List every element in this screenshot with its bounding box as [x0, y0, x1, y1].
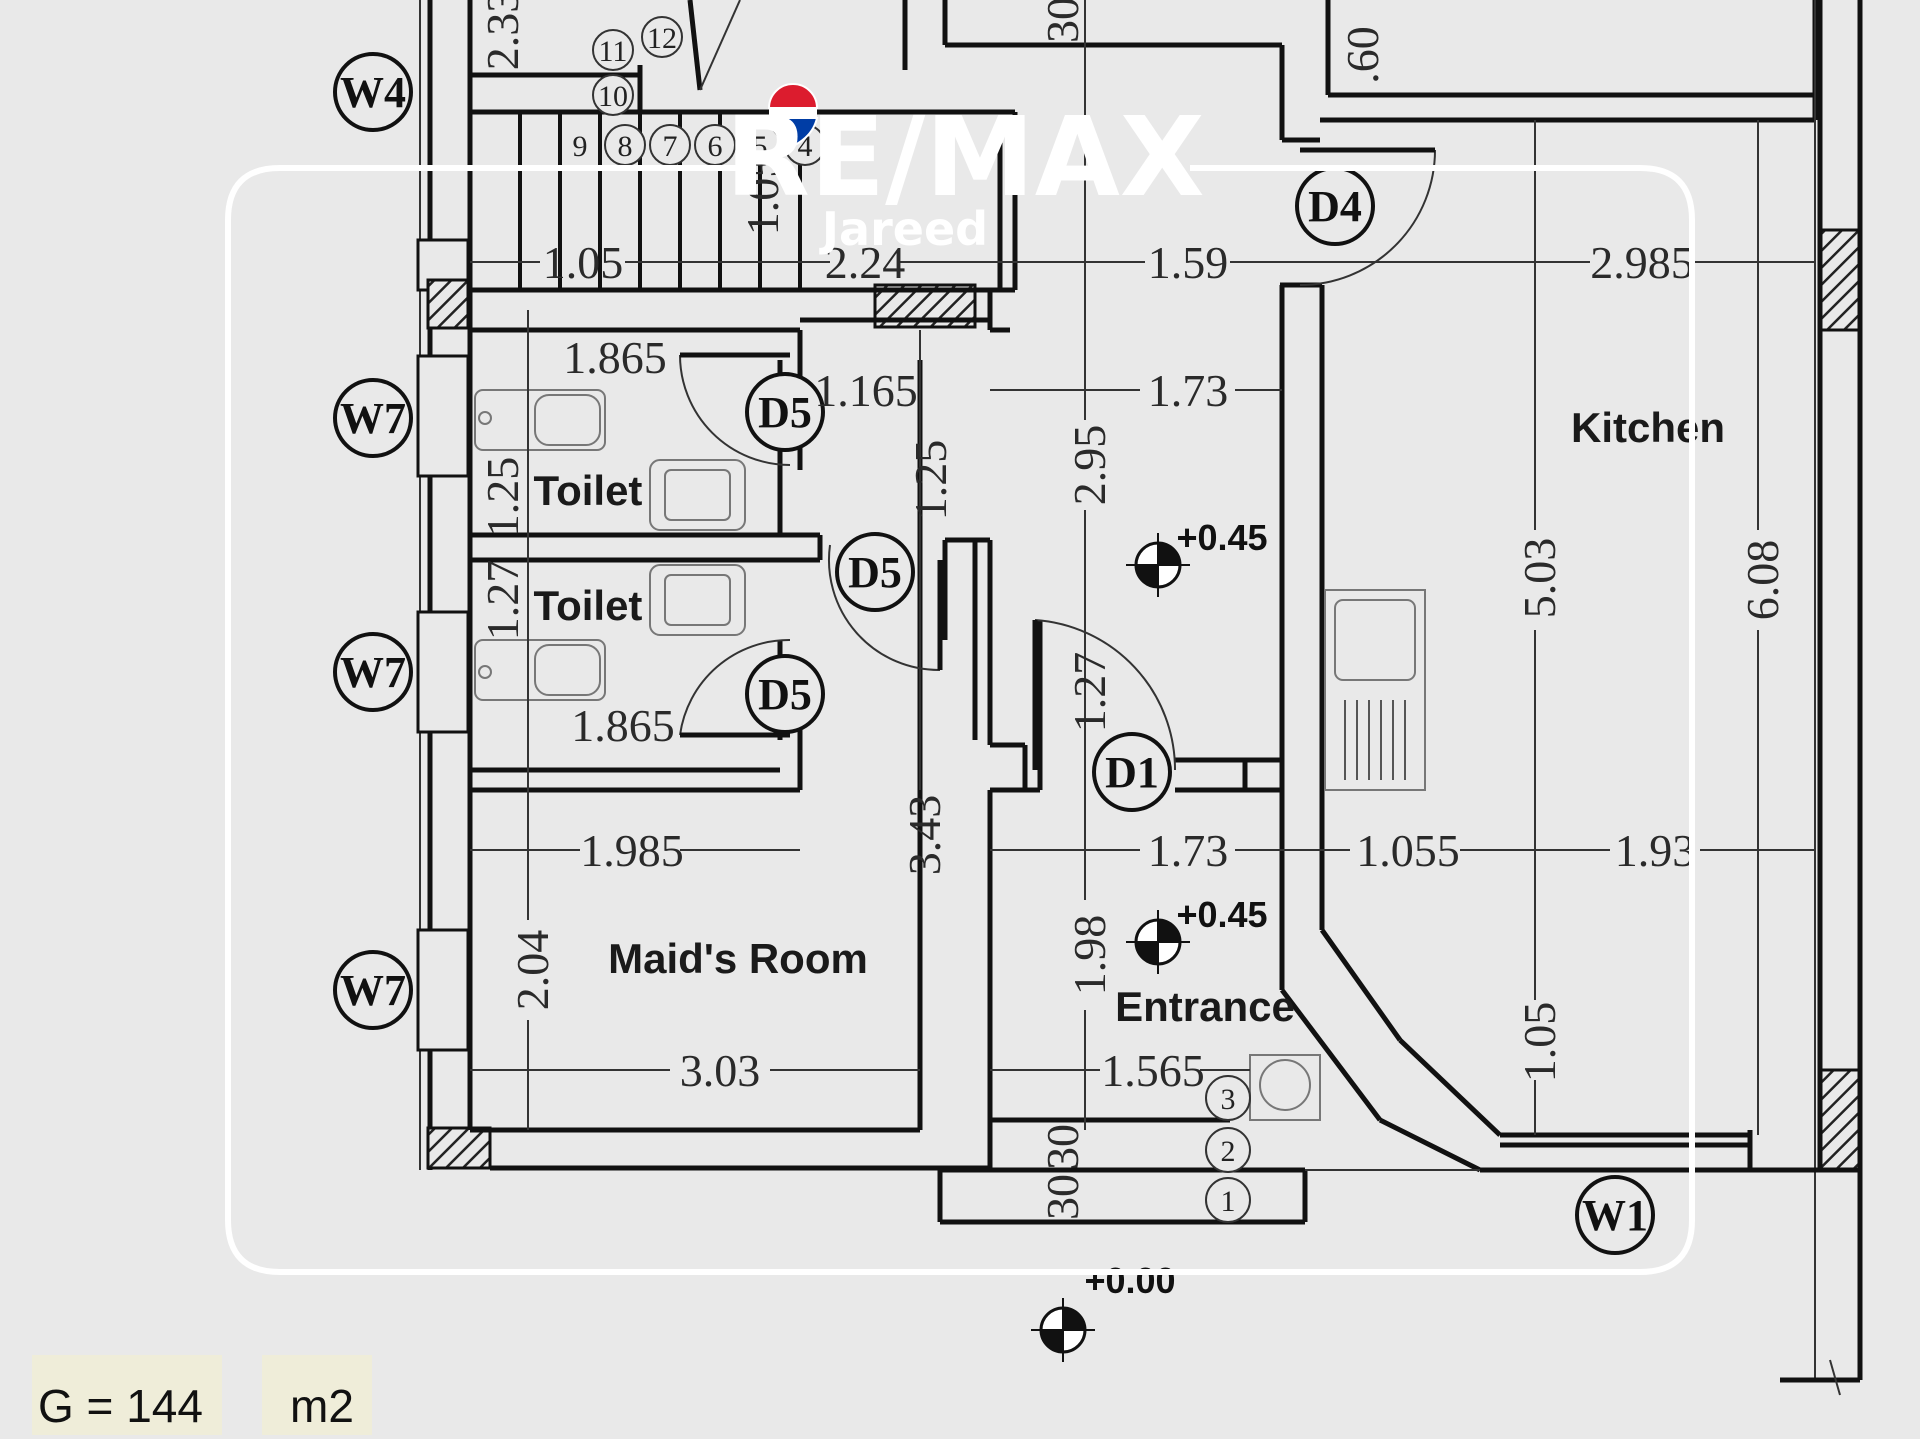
dim-105-a: 1.05 [543, 237, 624, 288]
dim-1865-b: 1.865 [571, 700, 675, 751]
dim-30-b: 30 [1037, 1174, 1088, 1220]
dim-173-b: 1.73 [1148, 825, 1229, 876]
dim-1055: 1.055 [1356, 825, 1460, 876]
tag-circles [333, 52, 1655, 1255]
dim-193: 1.93 [1615, 825, 1696, 876]
dim-503: 5.03 [1514, 538, 1565, 619]
dim-224: 2.24 [825, 237, 906, 288]
tag-w7-c: W7 [340, 966, 406, 1015]
area-unit: m2 [290, 1380, 354, 1432]
tag-labels: W4 W7 W7 W7 W1 D4 D5 D5 D5 D1 [340, 68, 1648, 1240]
dim-1865-a: 1.865 [563, 332, 667, 383]
brand-name: RE/MAX [725, 93, 1204, 221]
door-swings [679, 147, 1436, 771]
tag-w7-a: W7 [340, 394, 406, 443]
tag-w4: W4 [340, 68, 406, 117]
area-prefix: G = 144 [38, 1380, 203, 1432]
dim-30-a: 30 [1037, 1124, 1088, 1170]
tag-d5-a: D5 [758, 388, 812, 437]
tag-w7-b: W7 [340, 648, 406, 697]
dim-60: .60 [1337, 26, 1388, 84]
level-hall: +0.45 [1176, 517, 1267, 558]
tag-d5-c: D5 [758, 670, 812, 719]
dim-1985: 1.985 [580, 825, 684, 876]
level-entrance: +0.45 [1176, 894, 1267, 935]
room-maids-room: Maid's Room [608, 935, 868, 982]
brand-logo: RE/MAX Jareed [725, 83, 1205, 256]
level-outside: +0.00 [1084, 1260, 1175, 1301]
area-label: G = 144 m2 [32, 1355, 372, 1435]
dimension-lines [470, 0, 1815, 1135]
step-number: 12 [647, 22, 677, 55]
room-entrance: Entrance [1115, 983, 1295, 1030]
dim-159: 1.59 [1148, 237, 1229, 288]
step-number: 9 [573, 130, 588, 163]
tag-d1: D1 [1105, 748, 1159, 797]
step-number: 10 [598, 80, 628, 113]
step-number: 8 [618, 130, 633, 163]
balloon-icon [767, 83, 819, 148]
dim-2985: 2.985 [1590, 237, 1694, 288]
dim-1165: 1.165 [814, 365, 918, 416]
walls [416, 0, 1863, 1396]
dim-295: 2.95 [1064, 425, 1115, 506]
room-labels: Kitchen Toilet Toilet Maid's Room Entran… [534, 404, 1725, 1030]
step-number: 7 [663, 130, 678, 163]
step-number: 1 [1221, 1185, 1236, 1218]
dim-198: 1.98 [1064, 915, 1115, 996]
step-number: 6 [708, 130, 723, 163]
brand-sub: Jareed [819, 202, 988, 256]
level-markers [1031, 533, 1190, 1362]
level-labels: +0.45 +0.45 +0.00 [1084, 517, 1267, 1301]
dim-125-b: 1.25 [905, 440, 956, 521]
step-number: 3 [1221, 1083, 1236, 1116]
dim-343: 3.43 [899, 795, 950, 876]
step-number: 11 [599, 35, 628, 68]
fixtures [474, 389, 1426, 1121]
dim-125-a: 1.25 [477, 457, 528, 538]
dim-608: 6.08 [1737, 540, 1788, 621]
step-numbers: 1 2 3 4 5 6 7 8 9 10 11 12 [573, 22, 1236, 1218]
room-kitchen: Kitchen [1571, 404, 1725, 451]
room-toilet-1: Toilet [534, 467, 643, 514]
watermark-frame [225, 165, 1695, 1275]
dim-173-a: 1.73 [1148, 365, 1229, 416]
tag-w1: W1 [1582, 1191, 1648, 1240]
dim-127-a: 1.27 [477, 560, 528, 641]
step-number: 5 [753, 130, 768, 163]
tag-d5-b: D5 [848, 548, 902, 597]
step-number: 2 [1221, 1135, 1236, 1168]
tag-d4: D4 [1308, 182, 1362, 231]
dim-105-b: 1.05 [1514, 1002, 1565, 1083]
dimension-labels: 2.33 30 .60 1.05 1.05 2.24 1.59 2.985 1.… [477, 0, 1788, 1220]
room-toilet-2: Toilet [534, 582, 643, 629]
dim-30-top: 30 [1037, 0, 1088, 43]
dim-303: 3.03 [680, 1045, 761, 1096]
dim-204: 2.04 [507, 930, 558, 1011]
dim-233: 2.33 [477, 0, 528, 70]
dim-1565: 1.565 [1101, 1045, 1205, 1096]
dim-127-b: 1.27 [1064, 652, 1115, 733]
